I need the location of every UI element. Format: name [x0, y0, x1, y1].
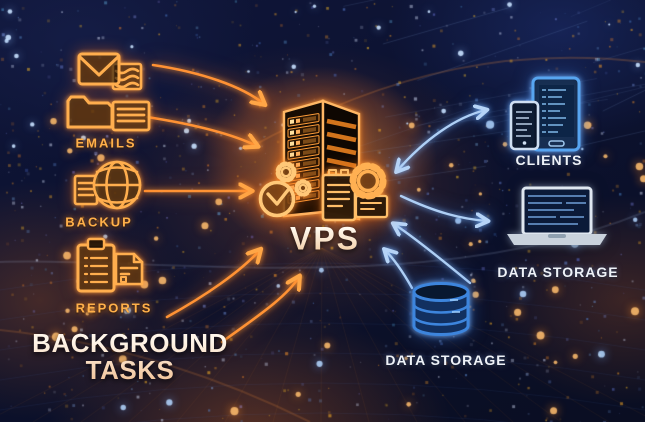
laptop-data-storage-label: DATA STORAGE: [497, 264, 619, 280]
clients-label: CLIENTS: [515, 152, 583, 168]
clock-icon: [258, 180, 296, 218]
orange-arrows: [143, 63, 299, 344]
arrow-database-to-vps-1: [385, 250, 414, 290]
server-drive-bays: [287, 113, 320, 204]
arrow-vps-to-laptop: [399, 194, 487, 221]
globe-icon: [92, 160, 142, 210]
phone-icon: [509, 100, 540, 151]
backup-icons: [73, 160, 142, 210]
gear-small-icon: [275, 161, 297, 183]
gear-tiny-icon: [294, 179, 312, 197]
clients-icons: [509, 76, 581, 152]
gear-large-icon: [349, 162, 387, 200]
tablet-icon: [531, 76, 581, 152]
blue-arrows: [385, 110, 487, 290]
emails-icons: [66, 52, 151, 132]
folder-icon: [66, 95, 114, 129]
database-data-storage-label: DATA STORAGE: [385, 352, 507, 368]
vps-title: VPS: [289, 220, 361, 257]
arrow-emails-to-vps: [151, 63, 264, 104]
arrow-tasks-to-vps-2: [220, 277, 299, 344]
background-tasks-caption: BACKGROUND TASKS: [32, 330, 228, 384]
arrow-database-to-vps-2: [394, 224, 472, 285]
laptop-icon: [507, 186, 607, 245]
vps-foreground-right: [321, 162, 389, 222]
envelope-icon: [77, 52, 121, 86]
report-document-icon: [114, 252, 144, 286]
arrow-vps-clients-bidirectional: [397, 110, 486, 171]
backup-label: BACKUP: [65, 214, 133, 230]
database-cylinder-icon: [412, 282, 470, 336]
reports-icons: [76, 237, 144, 293]
background-tasks-line1: BACKGROUND: [32, 327, 228, 358]
clipboard-icon: [76, 237, 116, 293]
document-list-icon: [111, 100, 151, 132]
arrow-backup-to-vps: [145, 115, 257, 146]
reports-label: REPORTS: [75, 300, 153, 316]
arrow-tasks-to-vps-1: [165, 250, 260, 319]
background-tasks-line2: TASKS: [85, 355, 175, 385]
emails-label: EMAILS: [75, 135, 137, 151]
vps-foreground-left: [258, 161, 312, 218]
